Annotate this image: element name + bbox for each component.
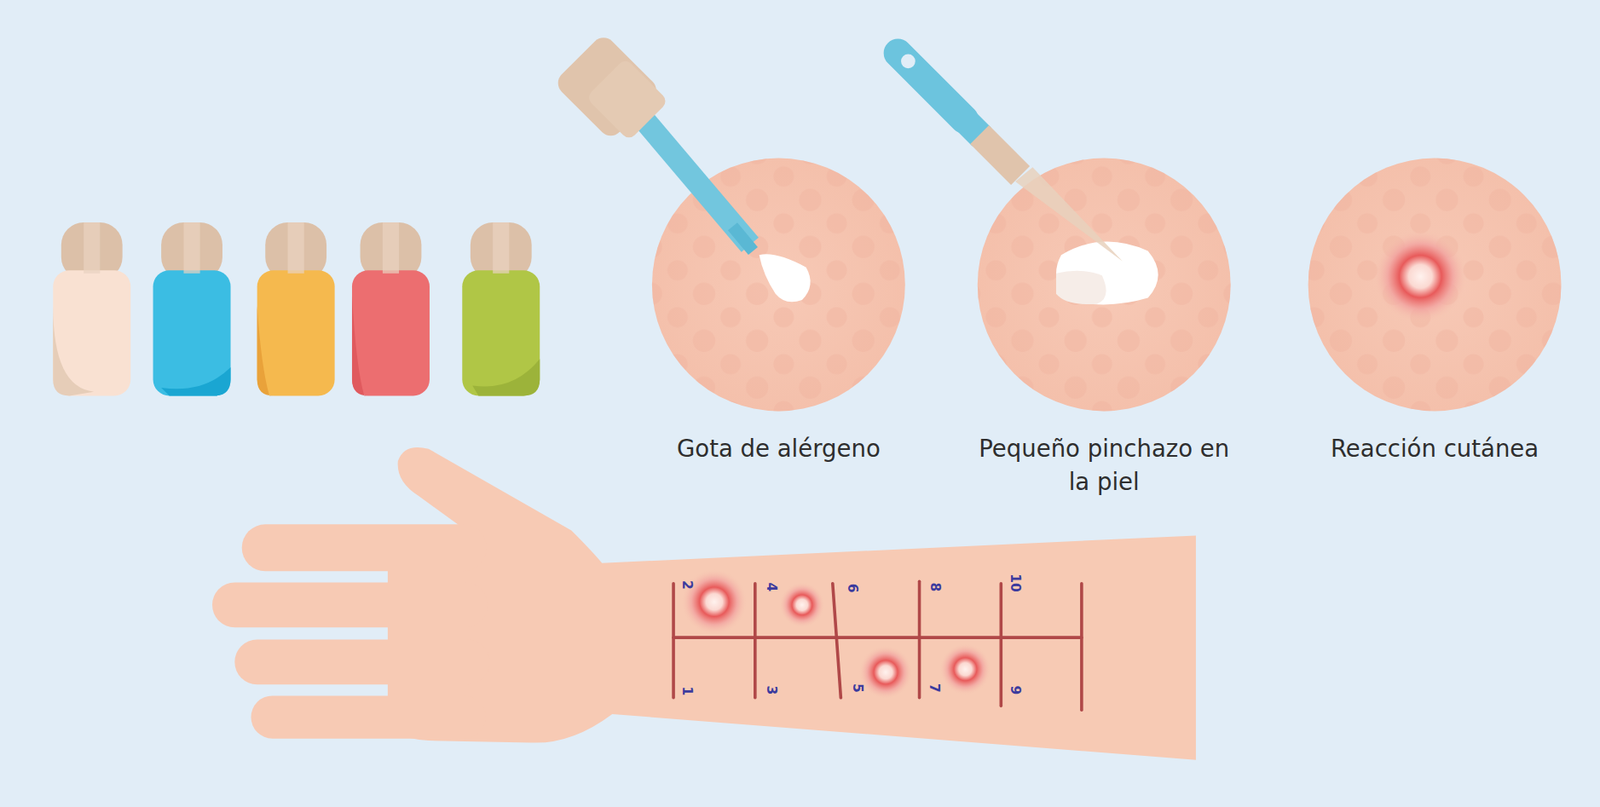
arm-reactions — [681, 569, 992, 699]
allergen-bottles — [52, 222, 540, 397]
callout-number: 8 — [929, 582, 943, 592]
callout-number: 6 — [846, 583, 861, 593]
callout-number: 4 — [765, 582, 780, 592]
dropper — [553, 32, 811, 302]
step-caption: Reacción cutánea — [1311, 433, 1557, 467]
callout-number: 2 — [681, 580, 695, 590]
callout-number: 10 — [1008, 573, 1023, 593]
callout-number: 5 — [851, 682, 866, 693]
skin-circles — [642, 153, 1572, 419]
skin-reaction — [1373, 229, 1468, 324]
arm — [212, 447, 1196, 761]
step-caption: Pequeño pinchazo en la piel — [976, 433, 1232, 499]
test-grid — [673, 581, 1082, 711]
callout-number: 9 — [1009, 685, 1023, 695]
callout-number: 7 — [928, 682, 942, 693]
callout-number: 1 — [681, 686, 695, 696]
step-caption: Gota de alérgeno — [656, 433, 902, 467]
lancet — [897, 52, 1158, 305]
callout-number: 3 — [765, 685, 780, 695]
